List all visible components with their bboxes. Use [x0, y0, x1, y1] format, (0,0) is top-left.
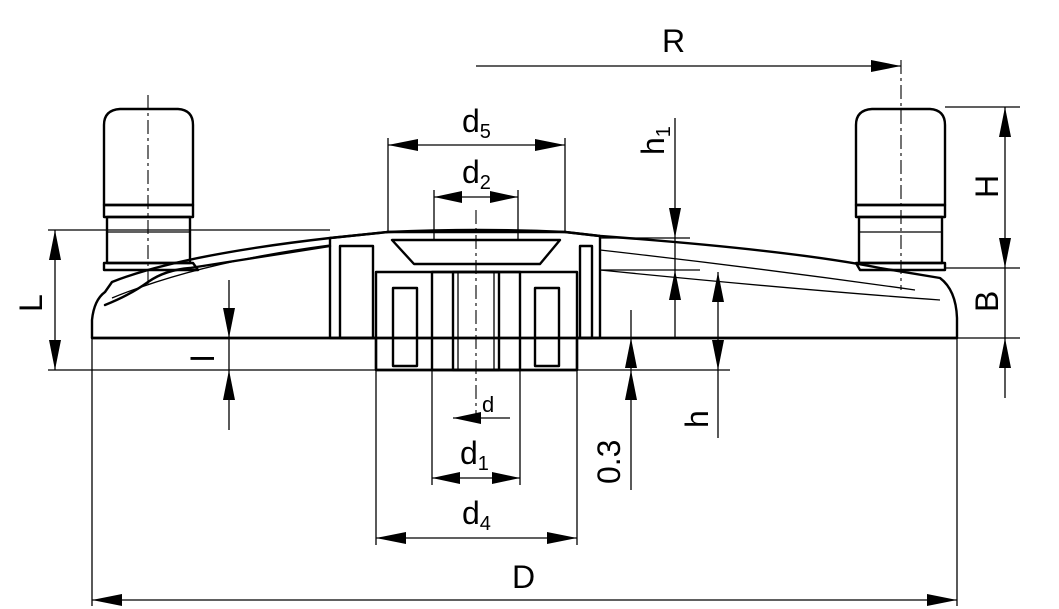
- label-L: L: [13, 294, 49, 312]
- label-d2: d2: [462, 154, 491, 194]
- label-h1: h1: [635, 126, 675, 155]
- label-D: D: [512, 559, 535, 595]
- label-l: l: [185, 355, 221, 362]
- right-handle: [854, 60, 947, 290]
- dimension-lines: [48, 60, 1020, 606]
- label-d5: d5: [462, 103, 491, 143]
- label-offset: 0.3: [591, 440, 627, 484]
- dimension-labels: R d5 d2 h1 H B L l d h 0.3 d1 d4 D: [13, 23, 1005, 595]
- wheel-body: [90, 228, 959, 340]
- label-B: B: [969, 291, 1005, 312]
- hub-section: [328, 210, 602, 420]
- label-d4: d4: [462, 495, 491, 535]
- label-d: d: [482, 392, 494, 417]
- label-R: R: [662, 23, 685, 59]
- label-H: H: [969, 175, 1005, 198]
- left-handle: [102, 95, 200, 285]
- label-h: h: [679, 410, 715, 428]
- label-d1: d1: [460, 435, 489, 475]
